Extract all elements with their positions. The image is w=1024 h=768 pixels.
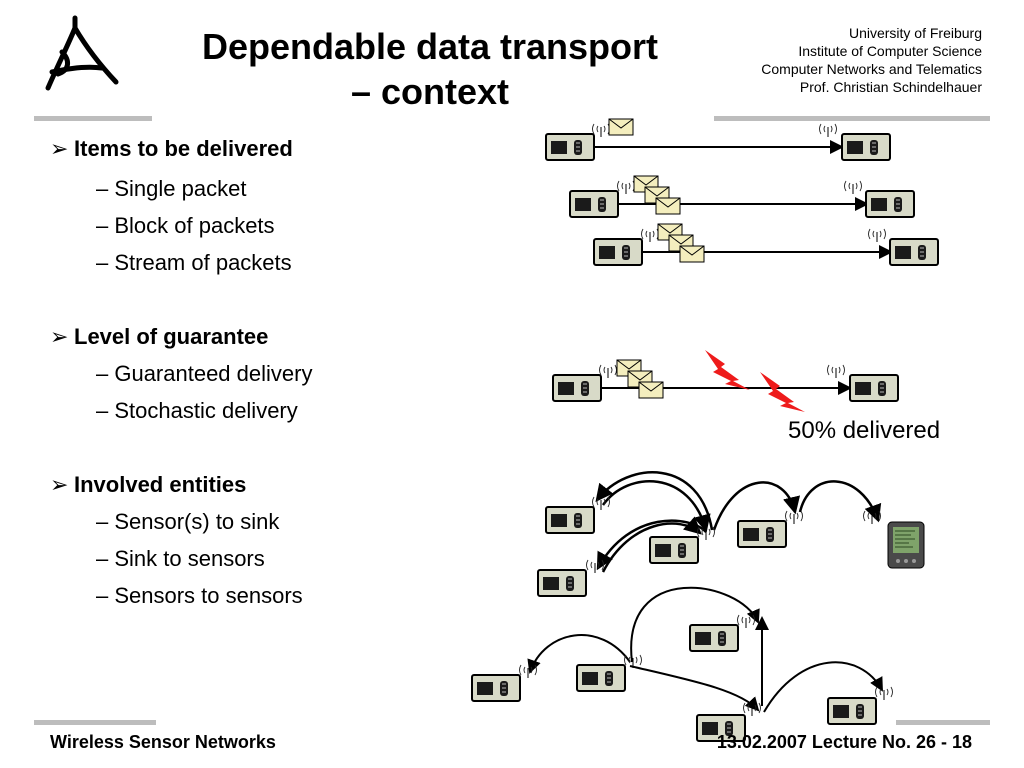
envelope-icon [638,381,664,399]
lightning-icon [705,350,750,390]
curved-arrow [712,481,801,531]
curved-arrow [601,516,702,573]
professor-line: Prof. Christian Schindelhauer [799,79,982,95]
header-divider-right [714,116,990,121]
list-item: – Sensor(s) to sink [96,509,280,534]
institute-line: Institute of Computer Science [798,43,982,59]
sensor-node-icon [471,674,521,702]
header-divider-left [34,116,152,121]
section-title: Level of guarantee [74,324,269,349]
slide-title: Dependable data transport – context [150,24,710,114]
curved-arrow [630,586,760,663]
curved-arrow [629,665,760,712]
curved-arrow [595,471,714,531]
sensor-node-icon [889,238,939,266]
sensor-node-icon [545,133,595,161]
section-title: Items to be delivered [74,136,293,161]
logo-icon [45,15,119,91]
radio-wave-icon [785,510,803,525]
radio-wave-icon [641,228,659,243]
section-title: Involved entities [74,472,247,497]
radio-wave-icon [875,686,893,701]
list-item: – Sink to sensors [96,546,265,571]
curved-arrow [763,661,883,713]
university-block: University of Freiburg Institute of Comp… [761,24,982,96]
curved-arrow [798,480,882,523]
radio-wave-icon [819,123,837,138]
list-item: – Stochastic delivery [96,398,298,423]
bullet-arrow-icon: ➢ [50,136,69,161]
footer-divider-left [34,720,156,725]
footer-course: Wireless Sensor Networks [50,732,276,752]
curved-arrow [527,634,631,674]
sensor-node-icon [849,374,899,402]
section-items: ➢Items to be delivered [50,136,293,162]
sensor-node-icon [545,506,595,534]
lightning-icon [760,372,805,412]
delivered-label: 50% delivered [788,417,941,444]
bullet-arrow-icon: ➢ [50,324,69,349]
radio-wave-icon [599,364,617,379]
sensor-node-icon [593,238,643,266]
department-line: Computer Networks and Telematics [761,61,982,77]
title-line-2: – context [350,71,510,112]
radio-wave-icon [519,664,537,679]
sensor-node-icon [649,536,699,564]
pda-icon [887,521,925,569]
list-item: – Guaranteed delivery [96,361,313,386]
list-item: – Block of packets [96,213,275,238]
sensor-node-icon [569,190,619,218]
sensor-node-icon [865,190,915,218]
sensor-node-icon [737,520,787,548]
list-item: – Sensors to sensors [96,583,303,608]
bullet-arrow-icon: ➢ [50,472,69,497]
section-guarantee: ➢Level of guarantee [50,324,268,350]
footer-divider-right [896,720,990,725]
sensor-node-icon [689,624,739,652]
title-line-1: Dependable data transport [201,26,659,67]
radio-wave-icon [737,614,755,629]
radio-wave-icon [592,123,610,138]
envelope-icon [655,197,681,215]
envelope-icon [679,245,705,263]
sensor-node-icon [576,664,626,692]
radio-wave-icon [844,180,862,195]
radio-wave-icon [827,364,845,379]
section-entities: ➢Involved entities [50,472,246,498]
sensor-node-icon [827,697,877,725]
sensor-node-icon [841,133,891,161]
curved-arrow [601,480,711,533]
list-item: – Single packet [96,176,247,201]
radio-wave-icon [617,180,635,195]
list-item: – Stream of packets [96,250,292,275]
university-line: University of Freiburg [848,25,982,41]
envelope-icon [608,118,634,136]
sensor-node-icon [537,569,587,597]
footer-lecture: 13.02.2007 Lecture No. 26 - 18 [716,732,972,752]
sensor-node-icon [552,374,602,402]
radio-wave-icon [868,228,886,243]
